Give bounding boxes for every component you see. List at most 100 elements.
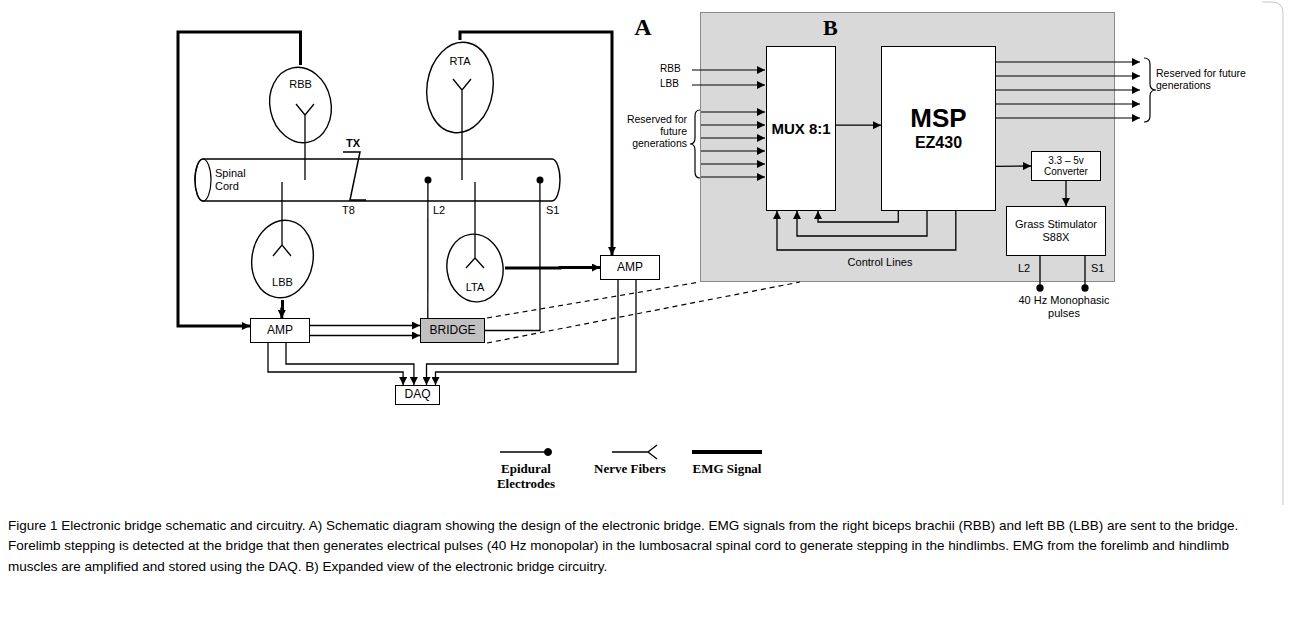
connector-line [836,125,881,126]
annotation-label: RBB [660,63,690,75]
output-wire [1039,255,1040,287]
connector-line [818,211,898,222]
bridge-outputs [995,58,1156,122]
transection-mark [343,152,366,200]
output-wire [995,117,1140,118]
node-text: LBB [272,276,293,289]
input-wire [692,69,765,70]
node-text: MSP [910,104,966,134]
legend-entry: Nerve Fibers [594,462,666,477]
circuit-panel: B MUX 8:1 MSPEZ430 3.3 – 5v ConverterGrass … [700,12,1115,282]
nerve-fiber [466,182,484,268]
daq-box: DAQ [395,385,440,405]
input-wire [692,84,765,85]
legend-entry: Epidural Electrodes [488,462,564,492]
electrode-sample [500,451,546,452]
microcontroller-box: MSPEZ430 [881,46,996,211]
node-text: 3.3 – 5v Converter [1036,155,1096,178]
node-text: Grass Stimulator S88X [1011,218,1101,243]
zoom-line [487,282,800,343]
nerve-fibers [273,79,484,268]
annotation-label: S1 [546,204,570,217]
input-wire [701,176,765,177]
annotation-label: Reserved for future generations [1156,67,1246,91]
label-holder: Reserved for future generations [612,113,687,149]
muscle-oval: RBB [268,65,333,145]
node-text: Spinal Cord [215,167,259,192]
label-holder: L2 [433,204,457,217]
caption-holder: Figure 1 Electronic bridge schematic and… [8,516,1276,577]
node-text: DAQ [404,388,430,402]
brace [1144,58,1156,122]
brace [690,110,700,178]
annotation-label: L2 [433,204,457,217]
emg-signal-line [460,32,612,255]
stimulator-box: Grass Stimulator S88X [1006,206,1106,256]
oval-outline [268,65,333,145]
output-wire [1084,255,1085,287]
spinal-cord: Spinal Cord [195,158,560,202]
input-wire [701,163,765,164]
node-text: EZ430 [915,134,962,152]
figure-frame [1262,2,1283,505]
legend-text: EMG Signal [684,462,770,477]
legend-entry: EMG Signal [684,462,770,477]
converter-box: 3.3 – 5v Converter [1031,151,1101,181]
connector-line [777,211,956,250]
label-holder: TX [346,137,370,150]
connector-line [797,211,927,236]
nerve-fiber [453,79,471,180]
terminal [1037,285,1043,291]
label-holder: S1 [1091,262,1111,275]
muscle-outline [263,61,338,148]
cord-end [195,159,211,201]
label-holder: LBB [660,78,690,90]
annotation-label: L2 [1018,262,1038,275]
connector-line [1065,181,1066,206]
legend-text: Nerve Fibers [594,462,666,477]
annotation-label: 40 Hz Monophasic pulses [1008,294,1120,319]
legend-text: Epidural Electrodes [488,462,564,492]
emg-signal-line [178,32,301,326]
connector-line [310,325,420,326]
annotation-label: TX [346,137,370,150]
nerve-fiber [296,104,314,180]
amplifier-box: AMP [600,255,660,280]
mux-box: MUX 8:1 [766,46,836,211]
panel-letter: B [823,15,838,40]
annotation-label: T8 [342,204,366,217]
label-holder: RBB [660,63,690,75]
amplifier-box: AMP [250,318,310,343]
zoom-lines [487,282,800,343]
input-wire [701,124,765,125]
nerve-sample [612,445,657,459]
node-text: MUX 8:1 [771,120,830,137]
node-text: LTA [466,281,485,294]
connector-line [286,343,414,385]
nerve-fiber [273,182,291,256]
connector-line [427,280,619,385]
label-holder: Reserved for future generations [1156,67,1246,91]
bridge-inputs [690,70,765,178]
input-wire [701,137,765,138]
output-wire [995,75,1140,76]
stimulator-outputs [1037,255,1088,291]
emg-sample [692,450,762,454]
label-holder: Control Lines [825,256,935,269]
output-wire [995,61,1140,62]
annotation-label: A [628,14,658,42]
input-wire [701,150,765,151]
emg-signal-line [505,266,600,270]
cylinder-outline [195,158,560,202]
figure-caption: Figure 1 Electronic bridge schematic and… [8,516,1276,577]
label-holder: 40 Hz Monophasic pulses [1008,294,1120,319]
emg-signal-line [280,300,284,318]
label-holder: L2 [1018,262,1038,275]
connector-line [427,180,428,318]
node-text: AMP [617,261,643,275]
cord-outline [195,159,560,201]
input-wire [701,111,765,112]
zoom-line [487,282,700,318]
annotation-label: Control Lines [825,256,935,269]
node-text: BRIDGE [429,324,475,338]
